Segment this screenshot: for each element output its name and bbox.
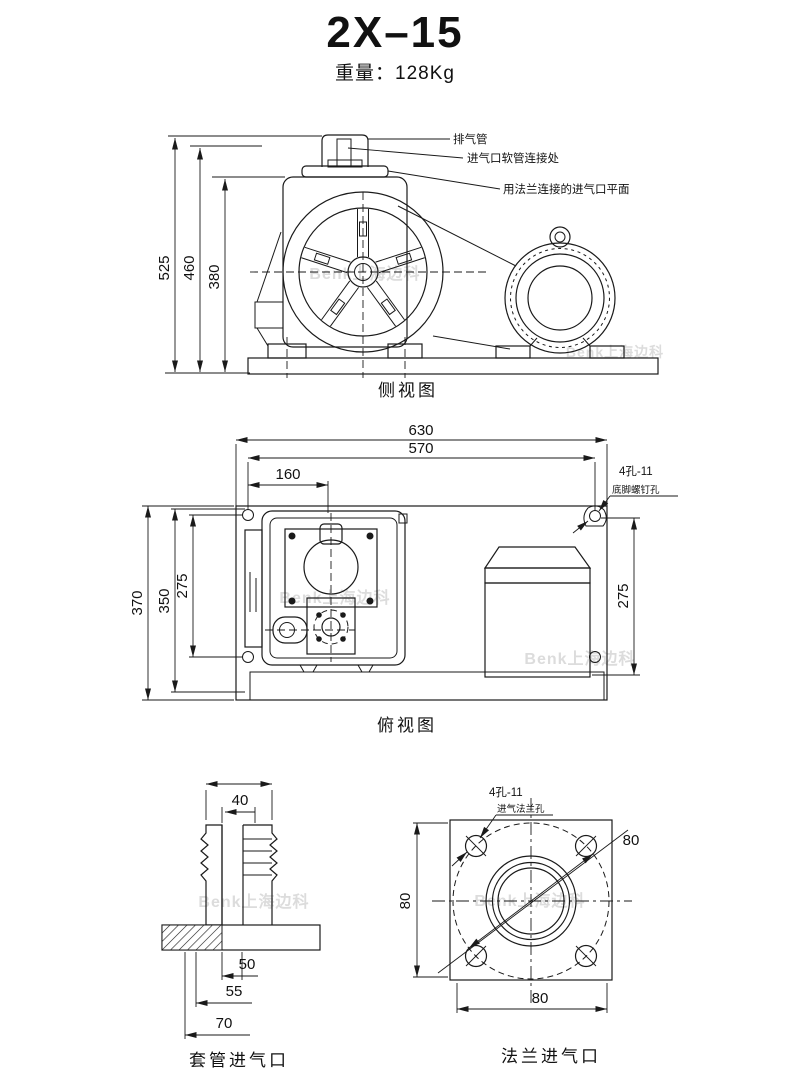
- sleeve-inlet-view: 40 50 55 70 套管进气口: [150, 775, 370, 1075]
- label-exhaust-pipe: 排气管: [453, 132, 488, 146]
- exhaust-pipe: [301, 134, 389, 178]
- dim-380: 380: [206, 264, 223, 289]
- side-view: 525 460 380: [140, 115, 680, 410]
- label-inlet-flange-holes: 进气法兰孔: [497, 803, 545, 815]
- label-4holes-11: 4孔-11: [489, 786, 523, 799]
- label-hose-joint: 进气口软管连接处: [467, 151, 559, 165]
- motor: [495, 226, 625, 359]
- sleeve-dimensions-bottom: 50 55 70: [184, 952, 258, 1039]
- dim-460: 460: [181, 255, 198, 280]
- foot-hole: [242, 509, 254, 521]
- sleeve-section: [161, 824, 321, 951]
- flange-caption: 法兰进气口: [501, 1047, 601, 1066]
- foot-hole: [242, 651, 254, 663]
- dim-40: 40: [232, 792, 249, 809]
- flywheel: [250, 191, 490, 378]
- top-dimension-lines: 630 570 160: [235, 422, 608, 513]
- top-view: 630 570 160 370 350 275 275: [129, 420, 690, 740]
- foot-hole: [589, 510, 601, 522]
- dim-80-bottom: 80: [532, 990, 549, 1007]
- flange-inlet-view: 80 80 80 4孔-11 进气法兰孔 法兰进气口: [397, 775, 680, 1075]
- dim-80-diagonal: 80: [623, 832, 640, 849]
- dim-630: 630: [408, 422, 433, 439]
- weight-label: 重量：128Kg: [335, 63, 455, 84]
- pump-body-top: [244, 510, 408, 673]
- foot-hole-callout: 4孔-11 底脚螺钉孔: [572, 465, 678, 534]
- right-dimension-lines: 275: [592, 517, 640, 676]
- flange-inlet-drawing: 80 80 80 4孔-11 进气法兰孔 法兰进气口: [397, 786, 640, 1066]
- dim-160: 160: [275, 466, 300, 483]
- dim-570: 570: [408, 440, 433, 457]
- motor-top: [483, 546, 592, 678]
- drive-belt: [397, 205, 517, 350]
- side-dimension-lines: 525 460 380: [156, 135, 322, 374]
- label-foot-screw-holes: 底脚螺钉孔: [612, 484, 660, 496]
- left-dimension-lines: 370 350 275: [129, 505, 245, 701]
- side-view-caption: 侧视图: [378, 381, 438, 400]
- flange-dimensions: 80 80 80: [397, 822, 640, 1013]
- label-flange-plane: 用法兰连接的进气口平面: [503, 182, 630, 196]
- dim-350: 350: [156, 588, 173, 613]
- top-view-drawing: 630 570 160 370 350 275 275: [129, 422, 678, 735]
- dim-55: 55: [226, 983, 243, 1000]
- flange-bolt-hole: [574, 944, 598, 968]
- dim-275-right: 275: [615, 583, 632, 608]
- side-view-drawing: 525 460 380: [156, 132, 659, 400]
- eyebolt: [549, 226, 571, 248]
- sleeve-dimensions-top: 40: [205, 781, 273, 823]
- dim-370: 370: [129, 590, 146, 615]
- flange-hole-callout: 4孔-11 进气法兰孔: [451, 786, 553, 867]
- label-4holes-11: 4孔-11: [619, 465, 653, 478]
- dim-525: 525: [156, 255, 173, 280]
- dim-80-left: 80: [397, 893, 414, 910]
- base-plate: [235, 505, 608, 701]
- sleeve-inlet-drawing: 40 50 55 70 套管进气口: [161, 781, 321, 1070]
- motor-fin-ring: [510, 248, 610, 348]
- top-view-caption: 俯视图: [377, 716, 437, 735]
- flange-bolt-hole: [464, 834, 488, 858]
- sleeve-caption: 套管进气口: [189, 1051, 289, 1070]
- dim-70: 70: [216, 1015, 233, 1032]
- pump-body: [254, 176, 408, 348]
- dim-50: 50: [239, 956, 256, 973]
- page-title: 2X–15: [326, 8, 464, 57]
- foot-hole: [589, 651, 601, 663]
- side-callouts: 排气管 进气口软管连接处 用法兰连接的进气口平面: [347, 132, 630, 196]
- dim-275-left: 275: [174, 573, 191, 598]
- flange-plate: [432, 798, 632, 1004]
